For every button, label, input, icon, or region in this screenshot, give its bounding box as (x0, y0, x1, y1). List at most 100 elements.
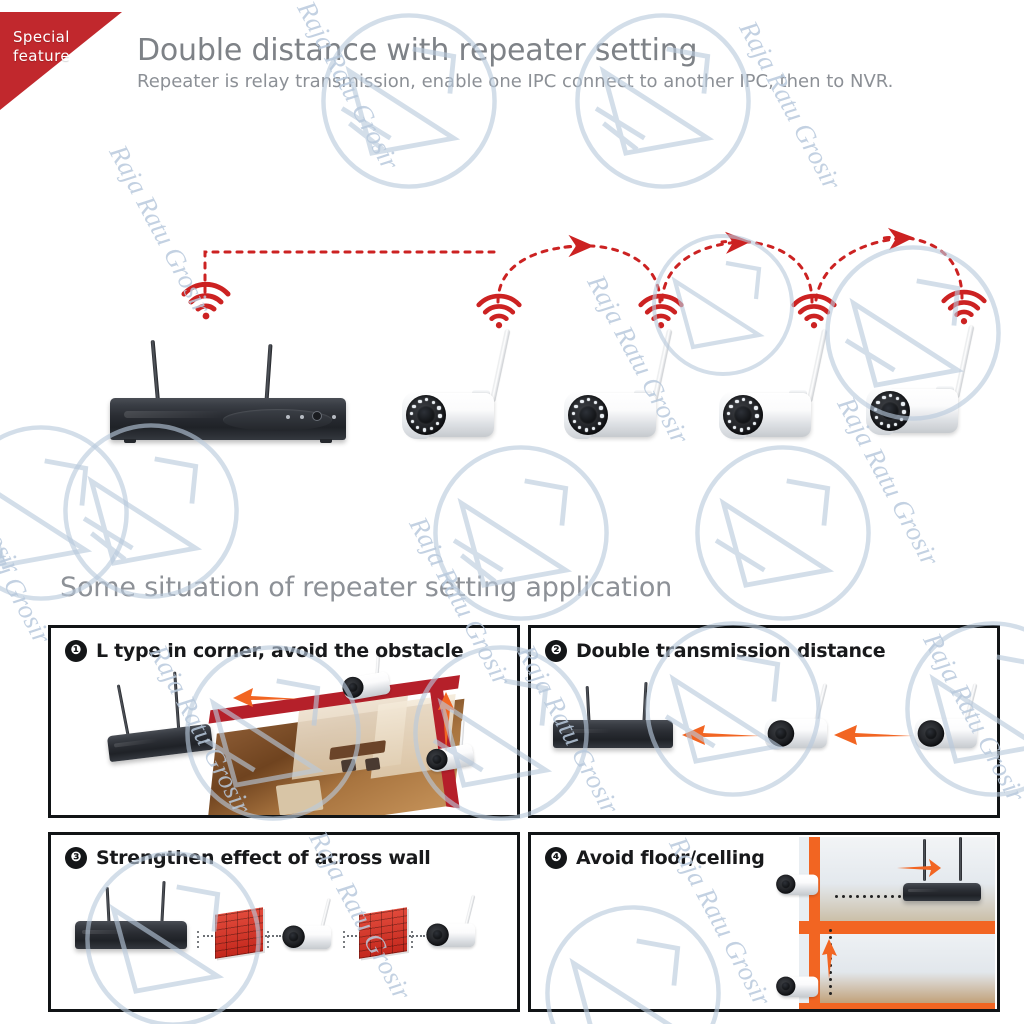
page-title: Double distance with repeater setting (137, 33, 698, 68)
panel-2-number: ❷ (545, 640, 567, 662)
camera-lens-face (870, 391, 910, 431)
wifi-icon (791, 293, 837, 329)
camera-antenna (320, 898, 331, 928)
signal-path (265, 935, 281, 937)
ip-camera (775, 871, 819, 897)
nvr-body (106, 723, 214, 763)
panel-2-title: ❷ Double transmission distance (545, 640, 886, 662)
camera-lens (733, 405, 753, 425)
panel-1: ❶ L type in corner, avoid the obstacle (48, 625, 520, 818)
ip-camera (862, 325, 975, 436)
nvr-antenna-right (959, 837, 962, 881)
camera-ir-ring (409, 397, 443, 432)
panel-1-title: ❶ L type in corner, avoid the obstacle (65, 640, 464, 662)
ip-camera (715, 329, 828, 440)
ip-camera (398, 329, 511, 440)
lower-floor-room (817, 933, 995, 1009)
ip-camera (913, 683, 978, 750)
nvr-antenna-left (116, 684, 131, 740)
nvr-body (110, 398, 346, 440)
nvr-body (75, 921, 187, 949)
camera-lens (347, 681, 359, 694)
camera-lens-face (568, 395, 608, 435)
camera-antenna (954, 325, 975, 399)
nvr-foot (320, 439, 332, 443)
camera-lens (880, 401, 900, 421)
arrow-icon (834, 725, 913, 745)
camera-ir-ring (571, 397, 605, 432)
dashed-arrow-icon (203, 250, 502, 294)
camera-lens (781, 879, 791, 889)
panel-4-title: ❹ Avoid floor/celling (545, 847, 765, 869)
nvr-power-knob (312, 411, 322, 421)
nvr-led (286, 415, 290, 419)
camera-lens (288, 931, 299, 943)
panel-2-label: Double transmission distance (576, 640, 886, 662)
panel-1-label: L type in corner, avoid the obstacle (96, 640, 464, 662)
section-title: Some situation of repeater setting appli… (60, 572, 673, 603)
wifi-icon (181, 281, 231, 320)
camera-ir-ring (726, 397, 760, 432)
panel-3-number: ❸ (65, 847, 87, 869)
nvr-device (903, 837, 981, 905)
header-block: Double distance with repeater setting Re… (137, 34, 1007, 93)
ip-camera (281, 898, 332, 950)
camera-lens-face (767, 720, 795, 747)
signal-dots (197, 931, 199, 951)
camera-lens-face (406, 395, 446, 435)
arrow-icon (682, 725, 761, 745)
camera-antenna (964, 683, 978, 721)
panel-3-label: Strengthen effect of across wall (96, 847, 431, 869)
ip-camera (560, 329, 673, 440)
topology-diagram (0, 210, 1024, 540)
camera-lens (432, 929, 443, 941)
nvr-antenna-left (923, 839, 926, 881)
camera-antenna (464, 894, 476, 926)
ribbon-line-2: feature (13, 47, 70, 65)
brick-wall (359, 907, 407, 959)
wifi-icon (638, 293, 684, 329)
camera-lens (781, 981, 791, 991)
camera-lens (416, 405, 436, 425)
signal-dots (343, 931, 345, 951)
camera-lens-face (426, 923, 449, 946)
camera-lens (924, 727, 938, 740)
ribbon-label: Special feature (13, 28, 70, 66)
camera-lens-face (776, 874, 796, 894)
page-subtitle: Repeater is relay transmission, enable o… (137, 71, 894, 92)
nvr-device (75, 880, 187, 959)
panel-4-number: ❹ (545, 847, 567, 869)
arrow-icon (438, 692, 455, 752)
camera-antenna (807, 329, 828, 403)
application-panels: ❶ L type in corner, avoid the obstacle (0, 620, 1024, 1024)
camera-antenna (490, 329, 511, 403)
panel-4-illustration (531, 835, 997, 1009)
upper-floor-room (817, 837, 995, 921)
nvr-foot (124, 439, 136, 443)
dashed-arrow-icon (496, 234, 594, 304)
signal-dots (411, 931, 413, 951)
nvr-led (300, 415, 304, 419)
ip-camera (775, 973, 819, 999)
panel-4-label: Avoid floor/celling (576, 847, 765, 869)
camera-lens-face (723, 395, 763, 435)
signal-path (347, 935, 361, 937)
dashed-arrow-icon (814, 227, 914, 302)
nvr-device (553, 681, 673, 760)
arrow-icon (233, 688, 301, 707)
nvr-front-panel (223, 408, 332, 431)
camera-lens-face (917, 720, 945, 747)
wall-column (809, 837, 820, 1009)
signal-dots (267, 931, 269, 951)
special-feature-ribbon: Special feature (0, 12, 122, 110)
signal-dots (835, 895, 901, 898)
wifi-icon (941, 289, 987, 325)
panel-3-title: ❸ Strengthen effect of across wall (65, 847, 431, 869)
nvr-body (903, 883, 981, 901)
panel-3: ❸ Strengthen effect of across wall (48, 832, 520, 1012)
ip-camera (763, 683, 828, 750)
camera-antenna (814, 683, 828, 721)
nvr-led (332, 415, 336, 419)
ip-camera (425, 894, 476, 948)
